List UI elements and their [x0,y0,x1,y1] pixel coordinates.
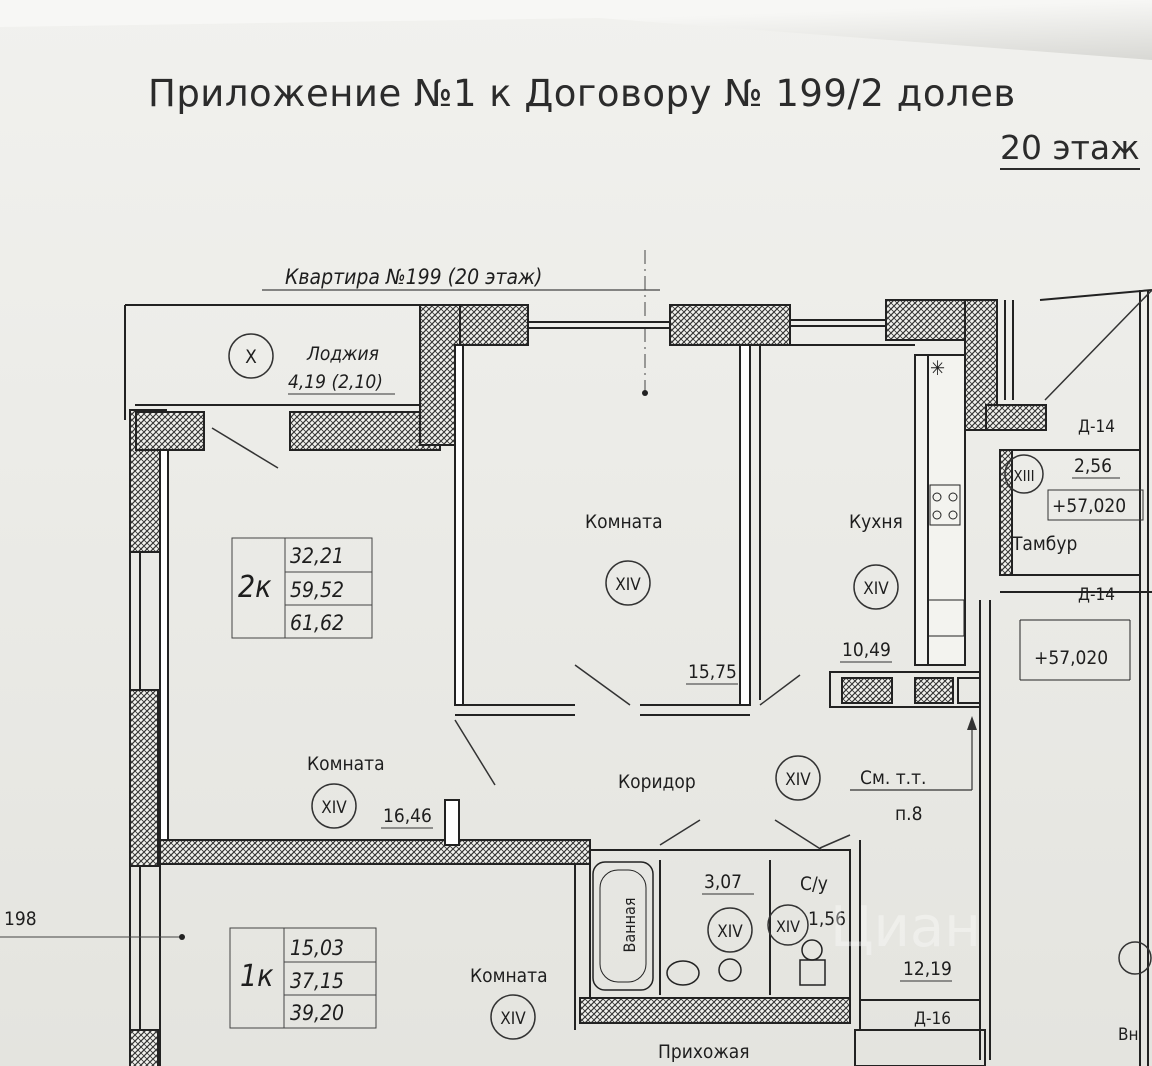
room-lower-name: Комната [470,965,548,987]
watermark: Циан [830,895,981,960]
apt1-living-area: 15,03 [290,936,344,960]
apt1-summary [229,927,377,1029]
apt2-total-area: 59,52 [290,578,344,602]
fan-icon: ✳ [930,356,945,380]
door-label-1: Д-14 [1078,417,1115,437]
tambour-name: Тамбур [1011,533,1077,555]
room-upper-area: 15,75 [688,661,737,683]
loggia-code: X [245,346,257,368]
tambour-code: XIII [1013,467,1034,485]
corridor-note-2: п.8 [895,803,922,825]
hall-name: Прихожая [658,1041,750,1063]
room-lower-code: XIV [500,1009,526,1029]
room-upper-code: XIV [615,575,641,595]
room-left-area: 16,46 [383,805,432,827]
bath-name: Ванная [620,898,639,953]
level-mark-1: +57,020 [1052,495,1126,517]
apt1-total-area: 37,15 [290,969,344,993]
bath-code: XIV [717,922,743,942]
apt2-living-area: 32,21 [290,544,344,568]
wc-area: 1,56 [808,908,846,930]
kitchen-name: Кухня [849,511,903,533]
right-edge-text: Вн [1118,1025,1139,1045]
room-left-code: XIV [321,798,347,818]
kitchen-code: XIV [863,579,889,599]
corridor-name: Коридор [618,771,696,793]
apt2-type: 2к [238,570,272,605]
loggia-area: 4,19 (2,10) [288,371,383,393]
room-left-name: Комната [307,753,385,775]
walls [124,289,1152,1066]
apt2-summary [231,537,373,639]
door-swings [211,289,1152,851]
tambour-area: 2,56 [1074,455,1112,477]
document-title: Приложение №1 к Договору № 199/2 долев [148,72,1016,115]
door-label-2: Д-14 [1078,585,1115,605]
room-upper-name: Комната [585,511,663,533]
neighbor-number: 198 [4,908,37,930]
floor-label: 20 этаж [1000,128,1140,170]
bath-area: 3,07 [704,871,742,893]
wc-name: С/у [800,873,828,895]
apt2-loggia-area: 61,62 [290,611,344,635]
apt1-loggia-area: 39,20 [290,1001,344,1025]
door-label-3: Д-16 [914,1009,951,1029]
corridor-note: См. т.т. [860,767,926,789]
kitchen-area: 10,49 [842,639,891,661]
level-mark-2: +57,020 [1034,647,1108,669]
corridor-area: 12,19 [903,958,952,980]
apt1-type: 1к [240,959,274,994]
apartment-label: Квартира №199 (20 этаж) [285,265,542,289]
corridor-code: XIV [785,770,811,790]
wc-code: XIV [776,917,800,936]
loggia-name: Лоджия [306,343,379,365]
